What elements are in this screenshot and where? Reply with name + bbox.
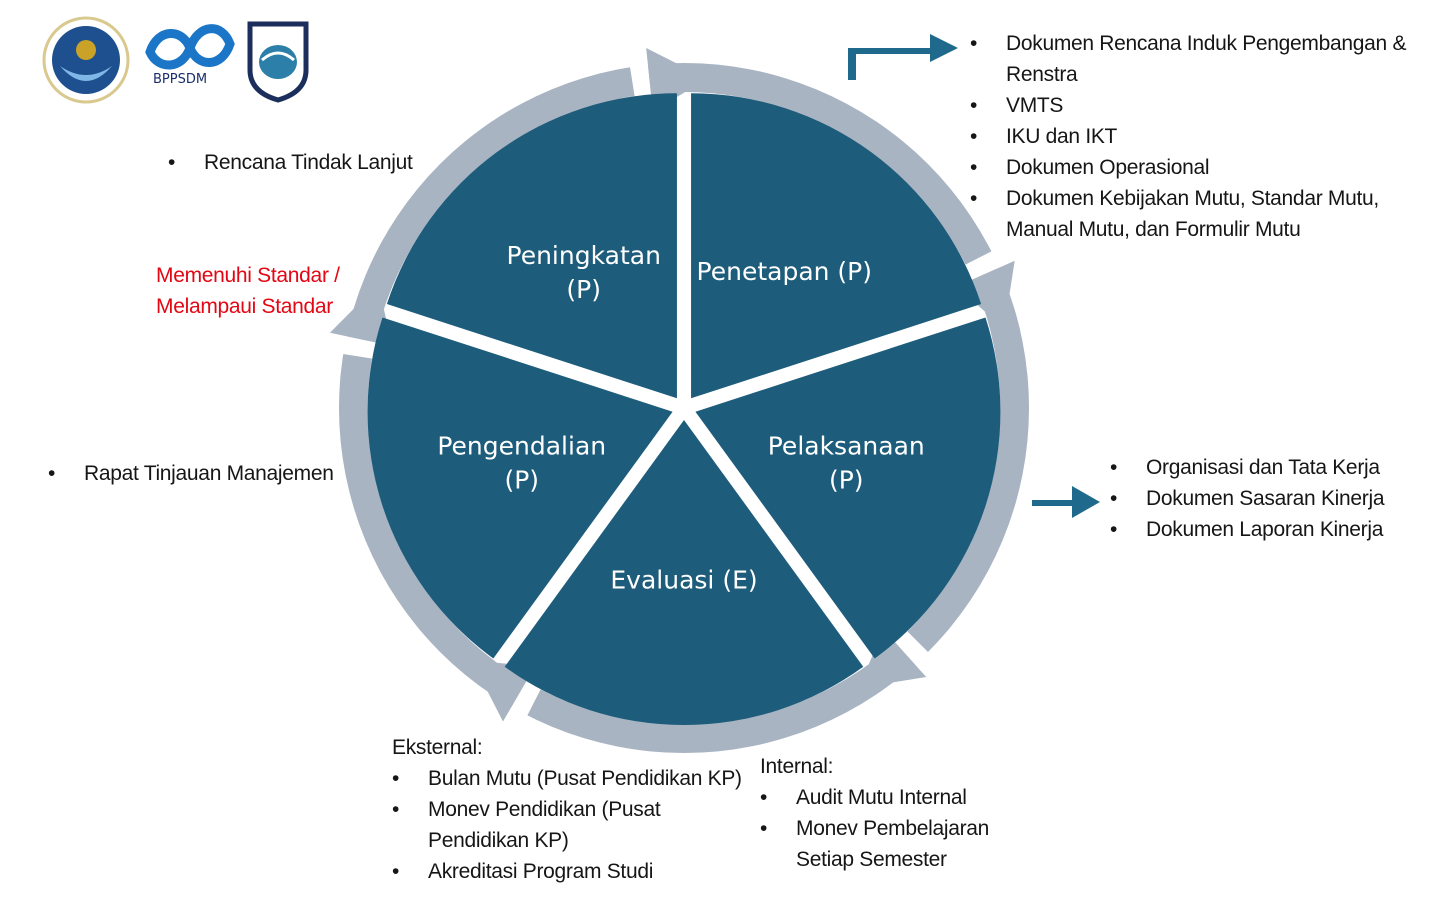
- pengendalian-notes: Rapat Tinjauan Manajemen: [48, 458, 368, 489]
- logo-kkp-emblem: [42, 16, 130, 104]
- cycle-segment-labels: Peningkatan (P) Penetapan (P) Pelaksanaan (P…: [437, 241, 924, 595]
- list-item: Rapat Tinjauan Manajemen: [48, 458, 368, 489]
- list-item: VMTS: [970, 90, 1420, 121]
- penetapan-notes: Dokumen Rencana Induk Pengembangan & Ren…: [970, 28, 1420, 245]
- ring-arrow-head: [858, 629, 927, 688]
- segment-label-peningkatan: Peningkatan: [507, 241, 661, 270]
- segment-penetapan: [691, 93, 982, 399]
- segment-pelaksanaan: [695, 317, 1001, 659]
- list-item: Akreditasi Program Studi: [392, 856, 752, 887]
- connector-arrow-pelaksanaan: [1032, 486, 1100, 518]
- list-item: Dokumen Sasaran Kinerja: [1110, 483, 1420, 514]
- list-item: Bulan Mutu (Pusat Pendidikan KP): [392, 763, 752, 794]
- logo-school-shield: [247, 21, 309, 103]
- segment-label-pengendalian: Pengendalian: [437, 432, 606, 461]
- segment-label-pengendalian-code: (P): [504, 466, 539, 495]
- standar-note: Memenuhi Standar / Melampaui Standar: [156, 260, 396, 322]
- pelaksanaan-notes: Organisasi dan Tata Kerja Dokumen Sasara…: [1110, 452, 1420, 545]
- cycle-segments: [367, 93, 1001, 725]
- ring-arrow-head: [956, 260, 1015, 329]
- eksternal-heading: Eksternal:: [392, 736, 483, 759]
- list-item: Dokumen Laporan Kinerja: [1110, 514, 1420, 545]
- segment-pengendalian: [367, 317, 673, 659]
- list-item: Monev Pendidikan (Pusat Pendidikan KP): [392, 794, 678, 856]
- segment-label-pelaksanaan: Pelaksanaan: [768, 432, 925, 461]
- list-item: Dokumen Rencana Induk Pengembangan & Ren…: [970, 28, 1420, 90]
- internal-notes: Internal: Audit Mutu Internal Monev Pemb…: [760, 751, 1020, 875]
- segment-label-pelaksanaan-code: (P): [829, 466, 864, 495]
- standar-note-line-2: Melampaui Standar: [156, 295, 333, 318]
- bppsdm-logo-text: BPPSDM: [153, 72, 207, 87]
- peningkatan-notes: Rencana Tindak Lanjut: [168, 147, 488, 178]
- eksternal-notes: Eksternal: Bulan Mutu (Pusat Pendidikan …: [392, 732, 752, 887]
- connector-arrow-penetapan: [848, 34, 958, 80]
- segment-label-peningkatan-code: (P): [566, 275, 601, 304]
- list-item: Dokumen Kebijakan Mutu, Standar Mutu, Ma…: [970, 183, 1420, 245]
- logo-bppsdm: BPPSDM: [145, 24, 235, 87]
- list-item: Rencana Tindak Lanjut: [168, 147, 488, 178]
- list-item: Dokumen Operasional: [970, 152, 1420, 183]
- standar-note-line-1: Memenuhi Standar /: [156, 264, 340, 287]
- segment-label-penetapan: Penetapan (P): [697, 257, 872, 286]
- segment-peningkatan: [386, 93, 677, 399]
- list-item: Monev Pembelajaran Setiap Semester: [760, 813, 996, 875]
- ring-arrow-head: [329, 284, 393, 347]
- list-item: Audit Mutu Internal: [760, 782, 1020, 813]
- segment-evaluasi: [504, 420, 864, 725]
- list-item: Organisasi dan Tata Kerja: [1110, 452, 1420, 483]
- segment-label-evaluasi: Evaluasi (E): [610, 566, 757, 595]
- list-item: IKU dan IKT: [970, 121, 1420, 152]
- internal-heading: Internal:: [760, 755, 834, 778]
